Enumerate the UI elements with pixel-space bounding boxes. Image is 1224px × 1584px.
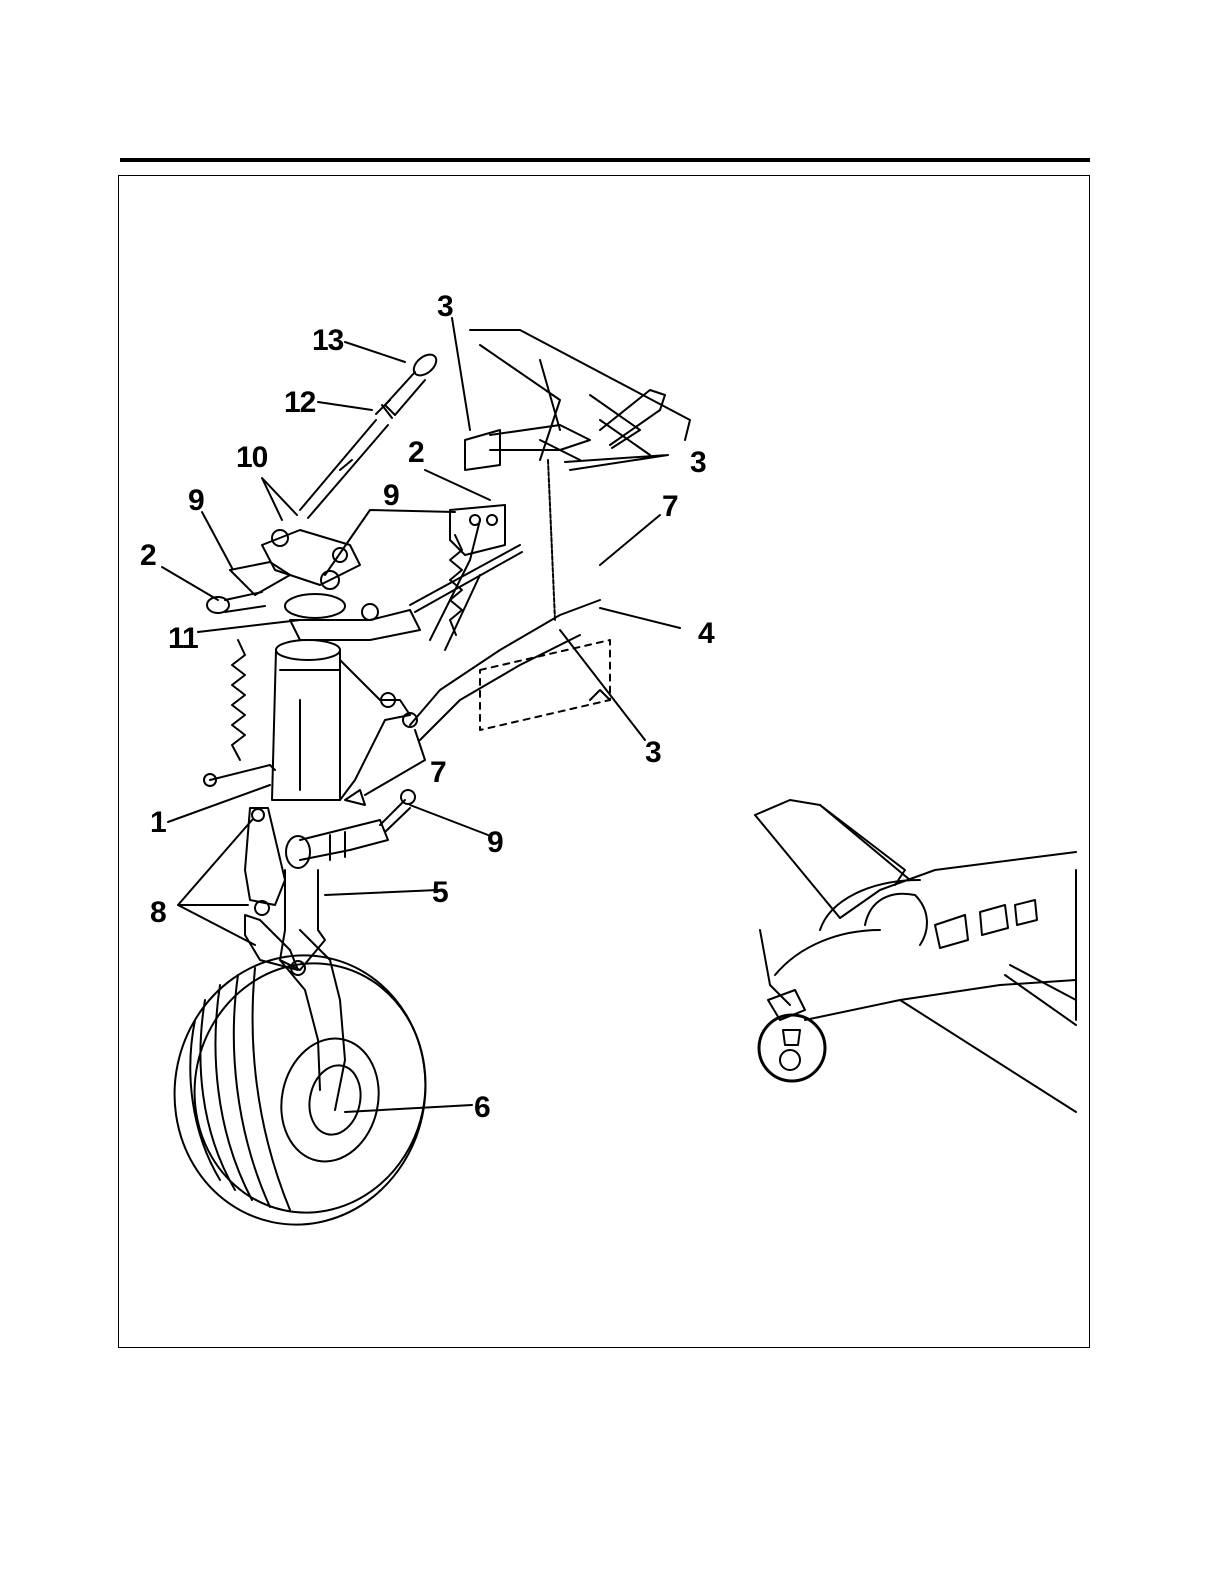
callout-3: 3 — [645, 736, 661, 769]
callout-9: 9 — [487, 826, 503, 859]
callout-11: 11 — [168, 622, 198, 655]
callout-5: 5 — [432, 876, 448, 909]
steering-linkage — [207, 505, 522, 640]
callout-10: 10 — [236, 441, 268, 474]
callout-9: 9 — [188, 484, 204, 517]
airframe-structure — [465, 330, 690, 730]
nose-wheel — [150, 932, 451, 1248]
torque-links — [245, 808, 305, 975]
centering-springs — [204, 535, 462, 786]
callout-2: 2 — [408, 436, 424, 469]
callout-12: 12 — [284, 386, 316, 419]
callout-4: 4 — [698, 617, 715, 650]
callout-9: 9 — [383, 479, 399, 512]
callout-6: 6 — [474, 1091, 490, 1124]
shimmy-damper — [286, 790, 415, 868]
upper-strut-rod — [300, 351, 440, 518]
callout-7: 7 — [662, 490, 678, 523]
aircraft-locator-view — [755, 800, 1076, 1112]
callout-3: 3 — [690, 446, 706, 479]
callout-7: 7 — [430, 756, 446, 789]
callout-13: 13 — [312, 324, 344, 357]
callout-labels: 1 2 2 3 3 3 4 5 6 7 7 8 9 9 9 10 11 12 1… — [140, 290, 715, 1124]
callout-8: 8 — [150, 896, 166, 929]
callout-2: 2 — [140, 539, 156, 572]
callout-3: 3 — [437, 290, 453, 323]
callout-1: 1 — [150, 806, 166, 839]
piston-and-fork — [280, 870, 345, 1110]
